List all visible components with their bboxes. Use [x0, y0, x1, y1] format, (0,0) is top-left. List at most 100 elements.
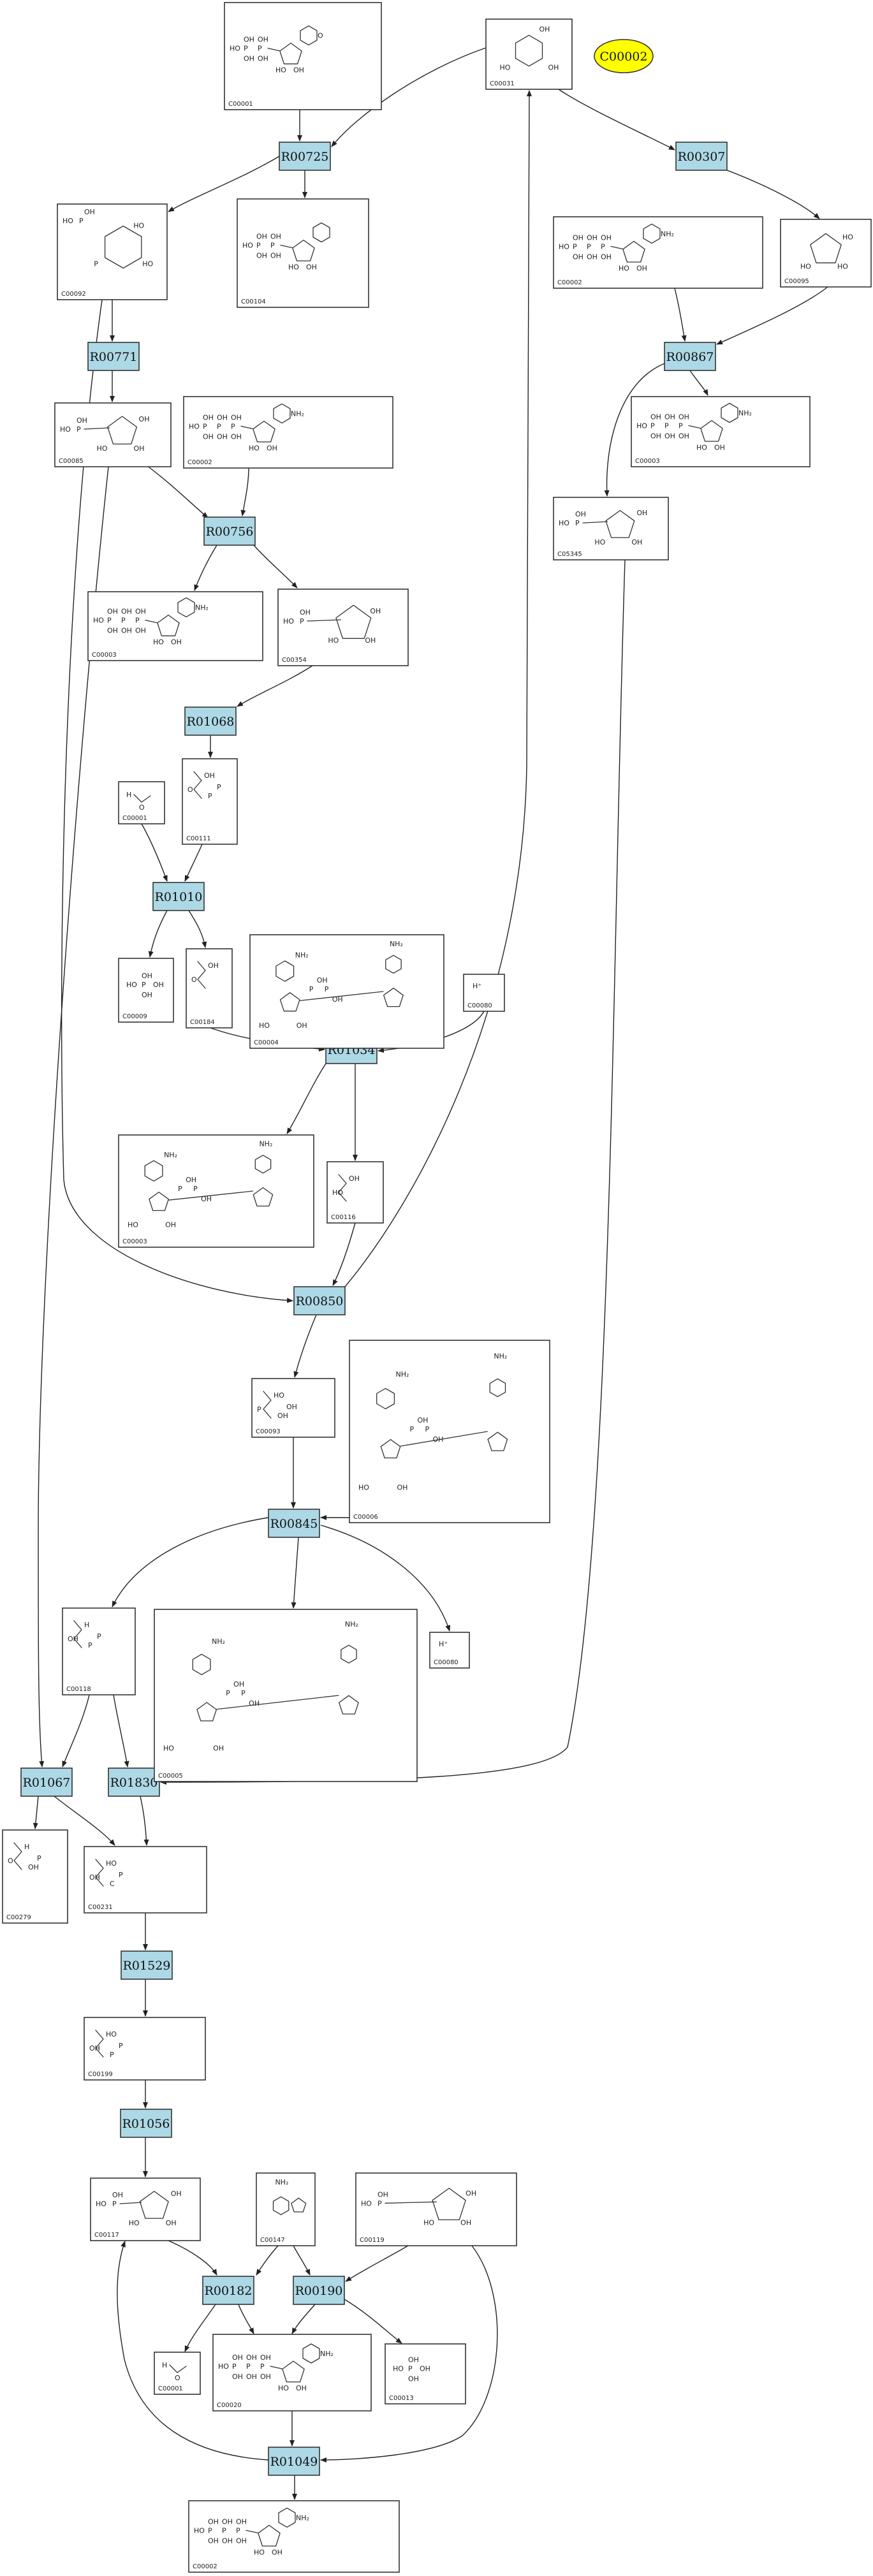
atom-label: OH	[267, 444, 277, 452]
atom-label: HO	[254, 2548, 265, 2556]
atom-label: P	[664, 422, 669, 430]
reaction-node[interactable]: R00756	[203, 516, 256, 546]
reaction-node[interactable]: R00867	[664, 342, 716, 371]
reaction-node[interactable]: R01049	[268, 2447, 320, 2476]
compound-id: C00080	[467, 1002, 492, 1009]
bond-line	[610, 245, 623, 250]
ring-shape	[107, 416, 138, 445]
compound-node[interactable]: H⁺C00080	[429, 1632, 470, 1669]
compound-box	[87, 591, 263, 661]
reaction-node[interactable]: R01830	[108, 1767, 160, 1797]
highlight-label: C00002	[600, 50, 648, 64]
reaction-node[interactable]: R01067	[20, 1767, 73, 1797]
reaction-node[interactable]: R01068	[184, 706, 237, 736]
reaction-edge	[332, 1222, 356, 1286]
atom-label: OH	[270, 233, 281, 241]
highlight-compound[interactable]: C00002	[594, 39, 654, 73]
atom-label: OH	[664, 413, 675, 421]
reaction-box	[293, 1286, 346, 1315]
atom-label: OH	[272, 2548, 282, 2556]
reaction-node[interactable]: R00725	[279, 142, 331, 171]
compound-id: C00005	[158, 1773, 183, 1780]
ring-shape	[376, 1387, 395, 1410]
reaction-node[interactable]: R00850	[293, 1286, 346, 1315]
atom-label: P	[410, 1425, 414, 1433]
reaction-node[interactable]: R00845	[268, 1509, 320, 1538]
compound-box	[118, 958, 174, 1023]
reaction-node[interactable]: R01010	[152, 882, 205, 911]
reaction-node[interactable]: R01056	[120, 2109, 172, 2138]
reaction-box	[120, 2109, 172, 2138]
atom-label: HO	[153, 638, 164, 647]
reaction-node[interactable]: R00307	[675, 142, 728, 171]
atom-label: OH	[601, 252, 612, 261]
compound-box	[251, 1378, 335, 1438]
atom-label: OH	[201, 1195, 212, 1203]
reaction-node[interactable]: R00182	[202, 2276, 254, 2305]
atom-label: OH	[664, 432, 675, 441]
reaction-node[interactable]: R01529	[121, 1950, 173, 1980]
atom-label: O	[175, 2374, 180, 2382]
atom-label: OH	[573, 233, 583, 242]
atom-label: P	[107, 617, 112, 625]
compound-box	[84, 2017, 206, 2081]
atom-label: O	[191, 976, 197, 984]
bond-line	[216, 1695, 339, 1710]
atom-label: OH	[258, 36, 268, 44]
compound-box	[355, 2172, 517, 2246]
atom-label: OH	[300, 608, 311, 617]
atom-label: OH	[256, 252, 267, 260]
ring-shape	[157, 614, 180, 636]
reaction-node[interactable]: R00190	[293, 2276, 345, 2305]
atom-label: P	[256, 242, 261, 250]
reaction-node[interactable]: R00771	[87, 342, 140, 371]
compound-id: C00013	[389, 2395, 414, 2402]
compound-node[interactable]: H⁺C00080	[463, 974, 505, 1012]
ring-shape	[196, 1702, 217, 1722]
compound-box	[62, 1607, 136, 1695]
atom-label: HO	[60, 425, 71, 434]
atom-label: HO	[249, 444, 260, 452]
compound-id: C00095	[784, 278, 809, 285]
atom-label: H	[126, 791, 131, 799]
atom-label: HO	[288, 263, 299, 272]
compound-box	[256, 2172, 316, 2246]
reaction-edge	[61, 299, 293, 1303]
